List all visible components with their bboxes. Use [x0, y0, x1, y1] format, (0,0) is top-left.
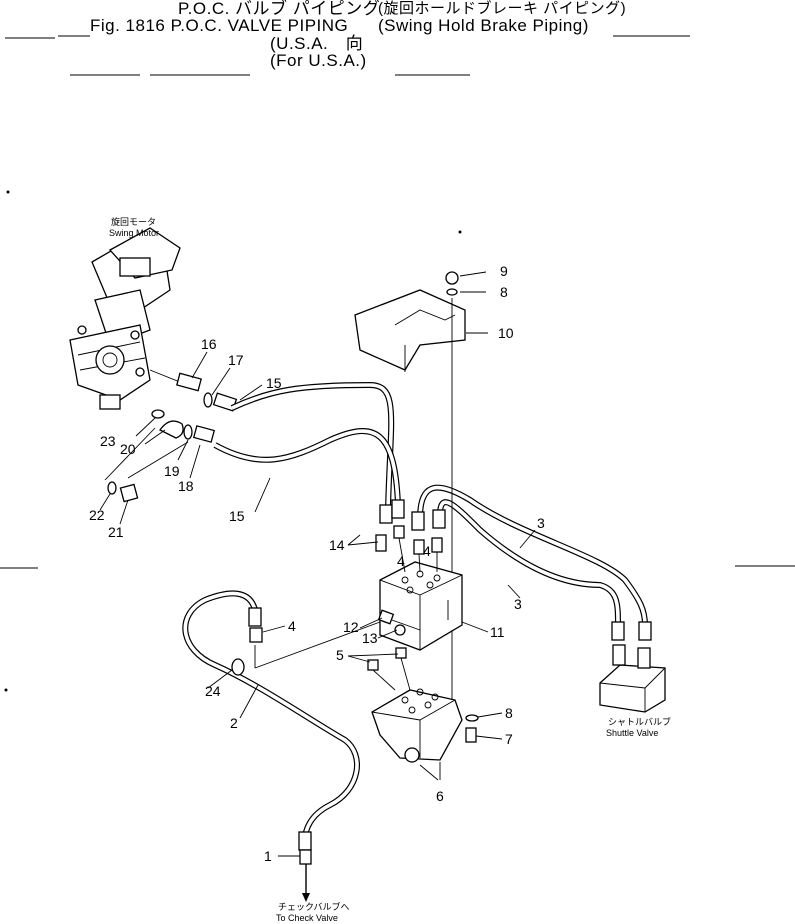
hose-end-fitting — [411, 511, 425, 531]
arrow-head — [302, 893, 310, 902]
callout-18: 18 — [178, 478, 194, 494]
callout-9: 9 — [500, 263, 508, 279]
adapter-4 — [249, 627, 263, 643]
adapter-1 — [299, 849, 312, 865]
callout-17: 17 — [228, 352, 244, 368]
hose-end-fitting — [638, 621, 652, 641]
callout-21: 21 — [108, 524, 124, 540]
subtitle-jp: (旋回ホールドブレーキ パイピング) — [378, 0, 627, 17]
leader-line — [254, 621, 381, 669]
hose-end-fitting — [379, 504, 393, 524]
callout-3b: 3 — [514, 596, 522, 612]
callout-15: 15 — [266, 375, 282, 391]
shuttle-valve-label: Shuttle Valve — [606, 728, 659, 738]
callout-1: 1 — [264, 848, 272, 864]
hose-end-fitting — [248, 607, 262, 627]
hose-end-fitting — [298, 831, 312, 851]
callout-leaders — [99, 271, 536, 857]
callout-14: 14 — [329, 537, 345, 553]
callout-22: 22 — [89, 507, 105, 523]
check-valve-label-jp: チェックバルブへ — [278, 902, 350, 912]
hose-3-lower — [437, 499, 621, 626]
callout-15b: 15 — [229, 508, 245, 524]
callout-8b: 8 — [505, 705, 513, 721]
callout-16: 16 — [201, 336, 217, 352]
check-valve-label: To Check Valve — [276, 913, 338, 923]
title-jp: P.O.C. バルブ パイピング — [178, 0, 381, 18]
motor-fittings — [104, 369, 238, 503]
callout-12: 12 — [343, 619, 359, 635]
callout-4b: 4 — [423, 543, 431, 559]
swing-motor — [69, 227, 181, 410]
callout-4c: 4 — [288, 618, 296, 634]
callout-4a: 4 — [397, 553, 405, 569]
callout-19: 19 — [164, 463, 180, 479]
callout-8: 8 — [500, 284, 508, 300]
swing-motor-label-jp: 旋回モータ — [111, 217, 157, 227]
swing-motor-label: Swing Motor — [109, 228, 160, 238]
callout-23: 23 — [100, 433, 116, 449]
hose-15-lower — [213, 428, 401, 506]
figure-subtitle: (Swing Hold Brake Piping) — [378, 16, 589, 35]
region-jp: (U.S.A. 向 — [270, 34, 364, 53]
hose-2 — [182, 590, 360, 841]
valve-6 — [367, 630, 479, 781]
callout-7: 7 — [505, 731, 513, 747]
shuttle-valve-label-jp: シャトルバルブ — [608, 717, 672, 727]
callout-5: 5 — [336, 647, 344, 663]
speck — [4, 688, 8, 692]
bracket-10 — [354, 271, 466, 590]
hose-3-upper — [417, 484, 648, 626]
hose-end-fitting — [432, 509, 446, 529]
manifold-block-11 — [379, 561, 463, 651]
callout-24: 24 — [205, 683, 221, 699]
callout-6: 6 — [436, 788, 444, 804]
hose-end-fitting — [391, 499, 405, 519]
callout-10: 10 — [498, 325, 514, 341]
figure-title: Fig. 1816 P.O.C. VALVE PIPING — [90, 16, 349, 35]
speck — [6, 190, 10, 194]
hose-15-upper — [230, 381, 395, 511]
hose-end-fitting — [611, 621, 625, 641]
callout-20: 20 — [120, 441, 136, 457]
clamp-24 — [231, 658, 245, 676]
block-fittings — [375, 525, 443, 636]
callout-11: 11 — [490, 624, 505, 640]
callout-13: 13 — [362, 630, 378, 646]
region-en: (For U.S.A.) — [270, 51, 367, 70]
speck — [458, 230, 462, 234]
callout-2: 2 — [230, 715, 238, 731]
callout-3a: 3 — [537, 515, 545, 531]
shuttle-valve — [599, 644, 666, 713]
header-rules — [0, 35, 795, 569]
